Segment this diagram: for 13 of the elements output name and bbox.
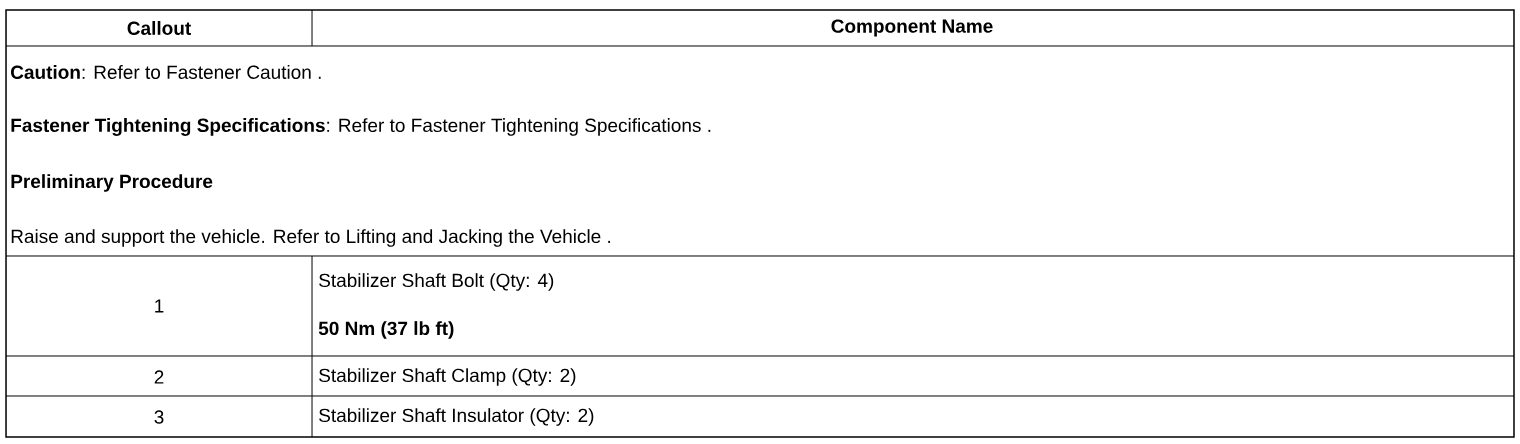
callout-number: 3 <box>154 410 164 424</box>
note-text: Raise and support the vehicle. Refer to Lifting and Jacking the Vehicle . <box>11 229 611 247</box>
torque-value: 50 Nm (37 lb ft) <box>318 321 454 339</box>
callout-number: 2 <box>154 370 164 384</box>
note-text: Caution: Refer to Fastener Caution . <box>11 65 321 79</box>
column-header: Component Name <box>831 19 993 37</box>
callout-number: 1 <box>155 299 164 313</box>
column-header: Callout <box>127 21 191 35</box>
component-name: Stabilizer Shaft Bolt (Qty: 4) <box>319 273 554 291</box>
note-text: Fastener Tightening Specifications: Refer to Fastener Tightening Specifications . <box>11 118 711 136</box>
component-name: Stabilizer Shaft Clamp (Qty: 2) <box>319 368 576 386</box>
component-name: Stabilizer Shaft Insulator (Qty: 2) <box>319 408 594 426</box>
section-heading: Preliminary Procedure <box>11 174 213 192</box>
